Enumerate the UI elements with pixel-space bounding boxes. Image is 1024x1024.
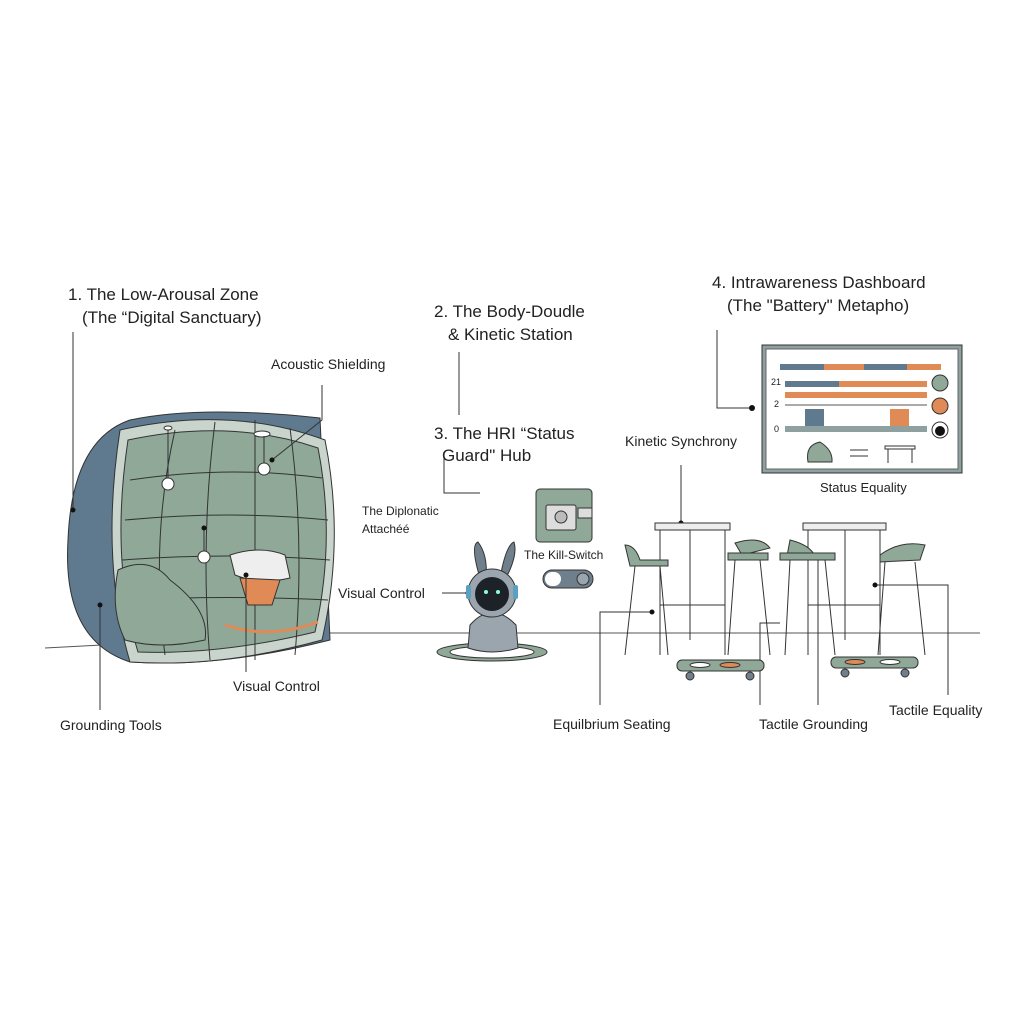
robot-attache bbox=[436, 541, 548, 662]
kinetic-synchrony-label: Kinetic Synchrony bbox=[625, 433, 738, 449]
acoustic-shielding-label: Acoustic Shielding bbox=[271, 356, 386, 372]
tactile-equality-label: Tactile Equality bbox=[889, 702, 983, 718]
kinetic-station bbox=[624, 522, 926, 681]
dashboard-row-label: 2 bbox=[774, 399, 780, 409]
kill-switch-device bbox=[535, 488, 594, 589]
zone1-subtitle: (The “Digital Sanctuary) bbox=[82, 308, 262, 327]
zone2-title: 2. The Body-Doudle bbox=[434, 302, 585, 321]
zone4-title: 4. Intrawareness Dashboard bbox=[712, 273, 926, 292]
intrawareness-dashboard bbox=[761, 344, 963, 474]
zone1-title: 1. The Low-Arousal Zone bbox=[68, 285, 259, 304]
dashboard-row-label: 0 bbox=[774, 424, 780, 434]
tactile-grounding-label: Tactile Grounding bbox=[759, 716, 868, 732]
zone3-title: 3. The HRI “Status bbox=[434, 424, 575, 443]
kill-switch-label: The Kill-Switch bbox=[524, 548, 604, 562]
grounding-tools-label: Grounding Tools bbox=[60, 717, 162, 733]
visual-control-robot-label: Visual Control bbox=[338, 585, 425, 601]
dashboard-row-label: 21 bbox=[771, 377, 782, 387]
sanctuary-pod bbox=[67, 411, 335, 664]
zone4-subtitle: (The "Battery" Metapho) bbox=[727, 296, 910, 315]
zone3-subtitle: Guard" Hub bbox=[442, 446, 532, 465]
status-equality-label: Status Equality bbox=[820, 480, 907, 495]
visual-control-pod-label: Visual Control bbox=[233, 678, 320, 694]
equilibrium-seating-label: Equilbrium Seating bbox=[553, 716, 671, 732]
diplomatic-attache-label: The Diplonatic bbox=[362, 504, 439, 518]
zone2-subtitle: & Kinetic Station bbox=[448, 325, 573, 344]
diplomatic-attache-label-2: Attachéé bbox=[362, 522, 410, 536]
